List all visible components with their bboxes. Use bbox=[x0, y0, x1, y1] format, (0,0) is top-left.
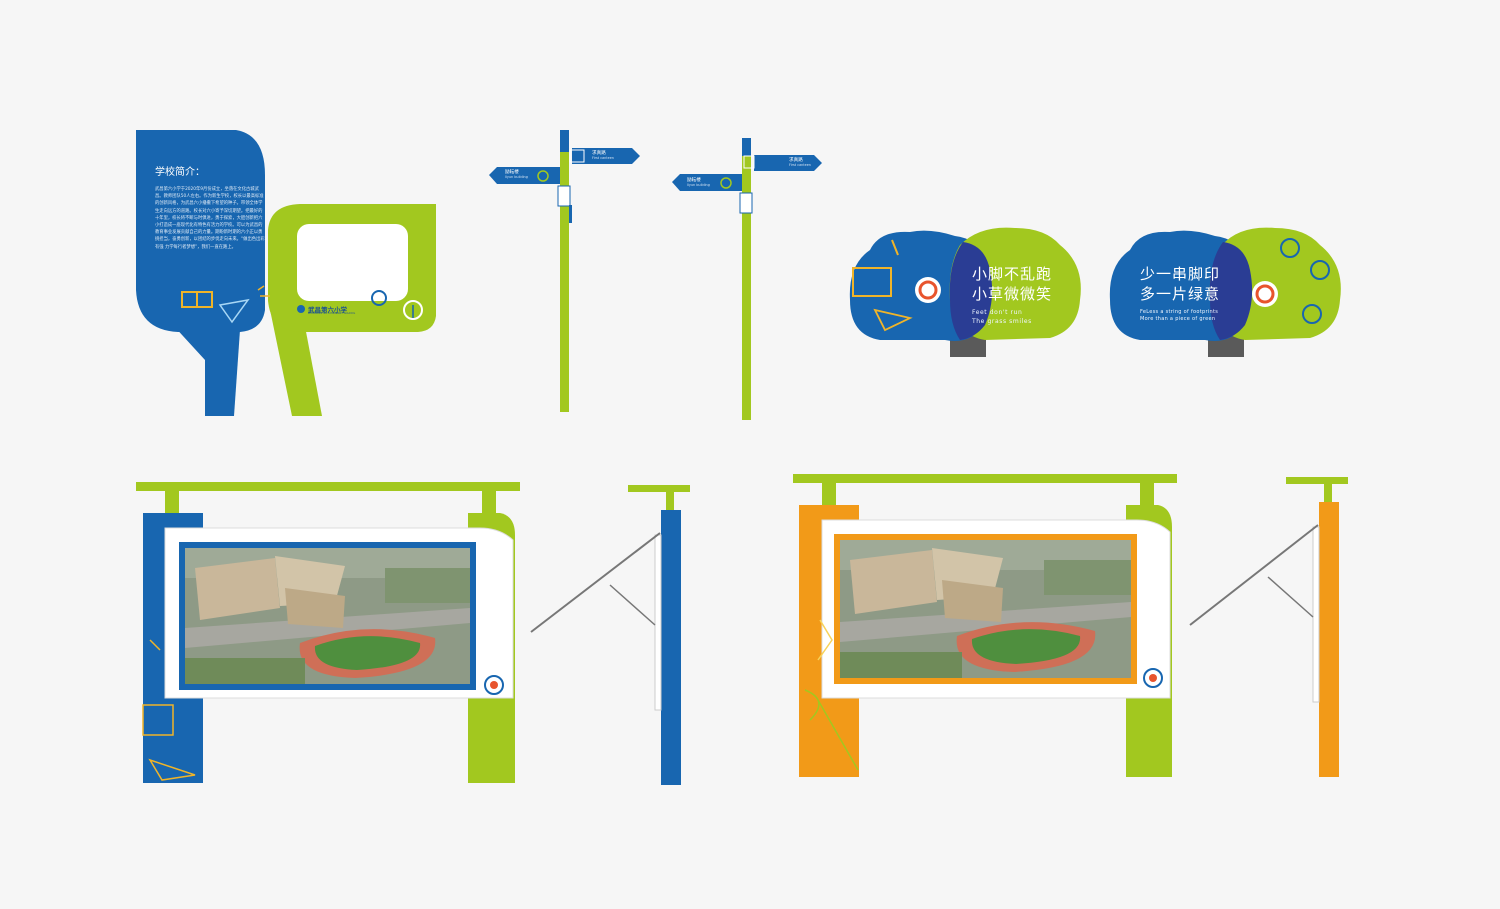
signpost-2-right-en: First canteen bbox=[789, 163, 811, 167]
signpost-1-right-cn: 求真路 bbox=[592, 151, 606, 156]
tree-sign-graphic bbox=[136, 130, 436, 416]
notice-board-orange bbox=[790, 472, 1355, 782]
slogan-1-cn-line2: 小草微微笑 bbox=[972, 285, 1053, 303]
slogan-1-en-line2: The grass smiles bbox=[972, 317, 1032, 325]
signpost-1-right-label: 求真路 First canteen bbox=[592, 150, 614, 160]
signpost-1-left-label: 励耘楼 liyun building bbox=[505, 169, 528, 179]
signpost-2-left-cn: 励耘楼 bbox=[687, 178, 701, 183]
slogan-2-en-line1: FeLess a string of footprints bbox=[1140, 309, 1219, 315]
slogan-2-cn-line2: 多一片绿意 bbox=[1140, 285, 1221, 303]
signpost-2-right-cn: 求真路 bbox=[789, 158, 803, 163]
signpost-graphic bbox=[489, 130, 640, 412]
signpost-2-left-en: liyun building bbox=[687, 183, 710, 187]
school-intro-sign: 学校简介： 武昌第六小学于2020年9月份成立，坐落在文化古城武昌。教师团队50… bbox=[130, 120, 450, 430]
slogan-2-text: 少一串脚印 多一片绿意 FeLess a string of footprint… bbox=[1140, 264, 1220, 323]
campus-aerial-illustration bbox=[185, 548, 470, 684]
slogan-2-en-line2: More than a piece of green bbox=[1140, 316, 1216, 322]
signpost-2-left-label: 励耘楼 liyun building bbox=[687, 177, 710, 187]
cloud-sign-graphic bbox=[849, 227, 1081, 357]
slogan-1-en-line1: Feet don't run bbox=[972, 309, 1023, 316]
slogan-1-text: 小脚不乱跑 小草微微笑 Feet don't run The grass smi… bbox=[972, 264, 1052, 326]
slogan-1-cn-line1: 小脚不乱跑 bbox=[972, 265, 1053, 283]
campus-aerial-image bbox=[840, 540, 1131, 678]
signpost-1-right-en: First canteen bbox=[592, 156, 614, 160]
signpost-1-left-cn: 励耘楼 bbox=[505, 170, 519, 175]
signpost-2: 求真路 First canteen 励耘楼 liyun building bbox=[665, 135, 830, 425]
cloud-sign-graphic bbox=[1109, 227, 1341, 357]
signpost-1: 求真路 First canteen 励耘楼 liyun building bbox=[485, 128, 645, 418]
slogan-sign-2: 少一串脚印 多一片绿意 FeLess a string of footprint… bbox=[1105, 220, 1350, 360]
notice-board-blue bbox=[135, 480, 695, 790]
campus-aerial-illustration bbox=[840, 540, 1131, 678]
signpost-2-right-label: 求真路 First canteen bbox=[789, 157, 811, 167]
slogan-sign-1: 小脚不乱跑 小草微微笑 Feet don't run The grass smi… bbox=[845, 220, 1090, 360]
slogan-2-cn-line1: 少一串脚印 bbox=[1140, 265, 1221, 283]
signpost-graphic bbox=[672, 138, 822, 420]
campus-aerial-image bbox=[185, 548, 470, 684]
signpost-1-left-en: liyun building bbox=[505, 175, 528, 179]
